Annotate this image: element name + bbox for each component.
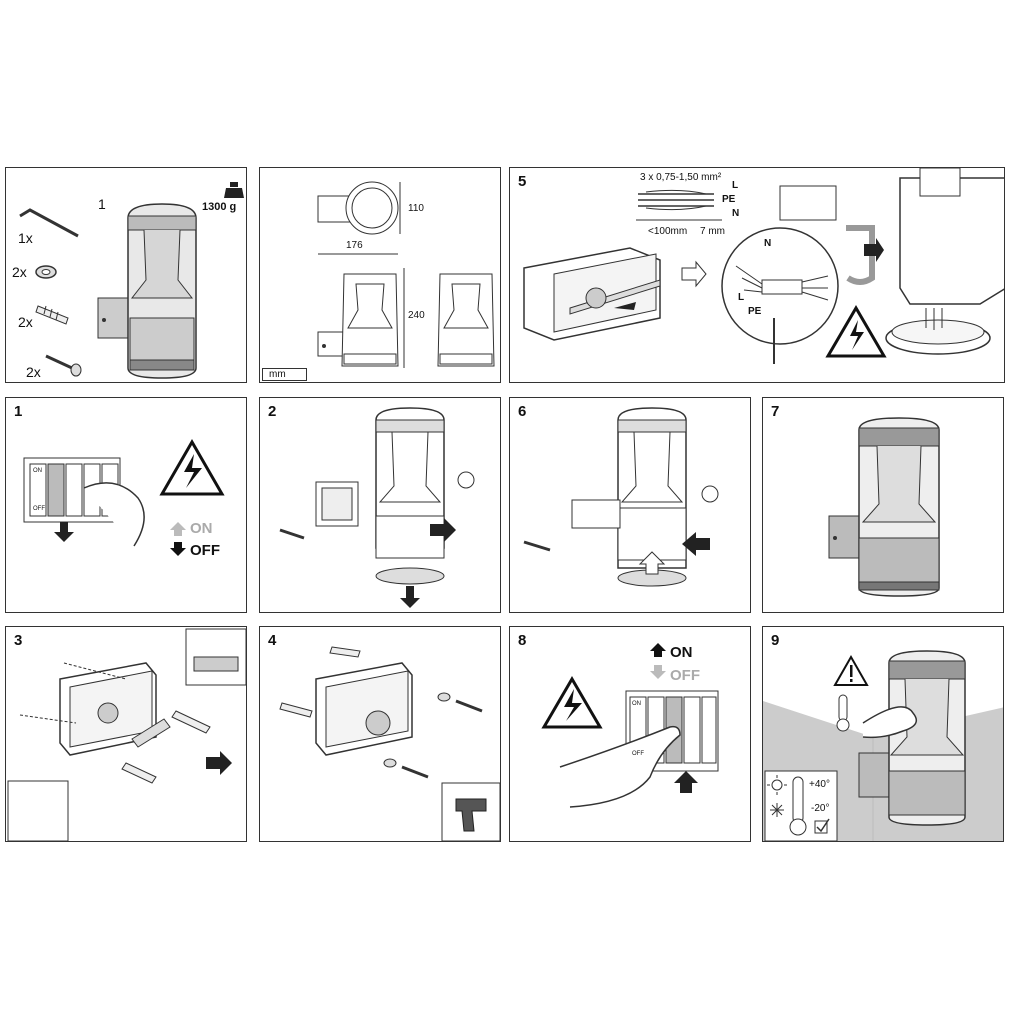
label-L: L (732, 180, 739, 191)
arrow-up-icon (170, 522, 186, 536)
lamp-icon (97, 203, 197, 379)
sun-icon (767, 775, 787, 795)
qty-key: 1x (18, 230, 33, 246)
panel-close: 6 (509, 397, 751, 613)
qty-washer: 2x (12, 264, 27, 280)
washer-icon (35, 265, 57, 279)
switch-off-text: OFF (33, 506, 45, 512)
step-number: 9 (771, 632, 780, 649)
warning-icon (833, 654, 869, 686)
dimension-drawing (317, 181, 495, 368)
unit-label: mm (262, 368, 307, 381)
off-label: OFF (670, 667, 700, 684)
snowflake-icon (770, 803, 784, 817)
arrow-down-icon (650, 665, 666, 679)
panel-contents: 1 1300 g 1x 2x 2x 2x (5, 167, 247, 383)
off-label: OFF (190, 542, 220, 559)
arrow-up-icon (650, 643, 666, 657)
panel-open: 2 (259, 397, 501, 613)
temp-min: -20° (811, 803, 830, 814)
arrow-down-icon (170, 542, 186, 556)
electric-hazard-icon (541, 676, 603, 729)
mark-holes-illustration (7, 628, 246, 841)
step-number: 2 (268, 403, 277, 420)
zoom-N: N (764, 238, 772, 249)
open-lamp-illustration (279, 407, 475, 608)
panel-mount: 4 (259, 626, 501, 842)
step-number: 4 (268, 632, 277, 649)
wiring-illustration (523, 168, 1004, 364)
fuse-box-on-illustration (541, 643, 719, 808)
zoom-PE: PE (748, 306, 762, 317)
step-number: 5 (518, 173, 527, 190)
cable-spec: 3 x 0,75-1,50 mm² (640, 172, 722, 183)
dim-width: 176 (346, 240, 363, 251)
weight-icon (224, 182, 244, 198)
label-PE: PE (722, 194, 736, 205)
temperature-illustration (763, 650, 1003, 841)
step-number: 8 (518, 632, 527, 649)
temp-max: +40° (809, 779, 830, 790)
panel-power-off: 1 ON OFF ON OFF (5, 397, 247, 613)
switch-on-text: ON (33, 468, 42, 474)
checkbox-icon (814, 818, 830, 834)
qty-screw: 2x (26, 364, 41, 380)
on-label: ON (190, 520, 213, 537)
panel-mark: 3 (5, 626, 247, 842)
screw-icon (45, 354, 82, 377)
close-lamp-illustration (523, 407, 719, 587)
weight-label: 1300 g (202, 201, 237, 213)
panel-done: 7 (762, 397, 1004, 613)
switch-on-text: ON (632, 701, 641, 707)
on-label: ON (670, 644, 693, 661)
label-N: N (732, 208, 740, 219)
qty-plug: 2x (18, 314, 33, 330)
strip-short: 7 mm (700, 226, 725, 237)
fuse-box-illustration (23, 438, 225, 556)
electric-hazard-icon (159, 438, 225, 496)
panel-dimensions: 110 176 240 mm (259, 167, 501, 383)
finished-lamp-illustration (828, 417, 940, 597)
allen-key-icon (19, 208, 79, 238)
strip-long: <100mm (648, 226, 688, 237)
thermometer-large-icon (789, 776, 807, 836)
step-number: 3 (14, 632, 23, 649)
step-number: 1 (98, 196, 106, 212)
panel-wiring: 5 3 x 0,75-1,50 mm² L (509, 167, 1005, 383)
dim-depth: 110 (408, 203, 424, 214)
thermometer-icon (836, 694, 850, 732)
dim-height: 240 (408, 310, 425, 321)
panel-temp: 9 +40° -20° (762, 626, 1004, 842)
step-number: 6 (518, 403, 527, 420)
step-number: 1 (14, 403, 23, 420)
panel-power-on: 8 ON OFF ON OFF (509, 626, 751, 842)
zoom-L: L (738, 292, 745, 303)
mount-bracket-illustration (279, 646, 500, 841)
drill-icon (455, 798, 487, 832)
switch-off-text: OFF (632, 751, 644, 757)
step-number: 7 (771, 403, 780, 420)
dowel-icon (35, 305, 69, 325)
electric-hazard-icon (825, 305, 887, 358)
contents-illustration (19, 182, 244, 379)
